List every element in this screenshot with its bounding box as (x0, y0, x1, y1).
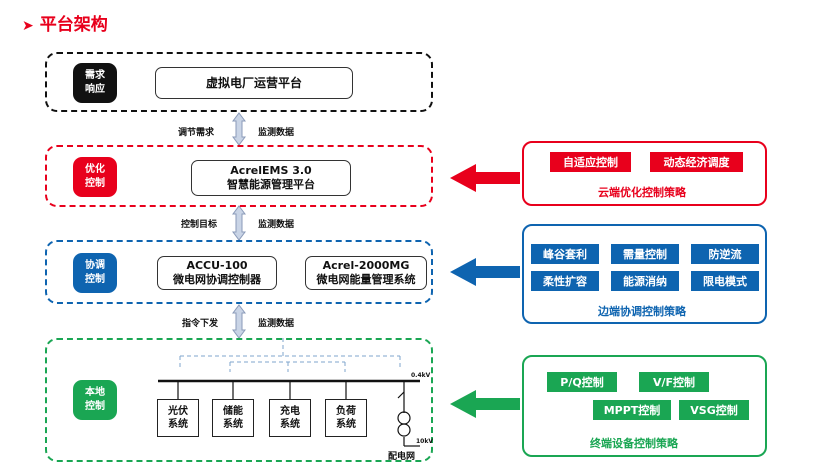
pv-system-box: 光伏 系统 (157, 399, 199, 437)
accu100-desc: 微电网协调控制器 (173, 273, 261, 286)
triangle-bullet-icon: ➤ (22, 18, 34, 34)
flow2-right-label: 监测数据 (258, 220, 295, 230)
cloud-strategy-panel: 自适应控制 动态经济调度 云端优化控制策略 (522, 141, 767, 206)
terminal-item-vsg: VSG控制 (678, 399, 750, 421)
voltage-high-label: 0.4kV (411, 372, 431, 379)
cloud-item-dispatch: 动态经济调度 (649, 151, 744, 173)
flow3-right-label: 监测数据 (258, 319, 295, 329)
acrel2000mg-box: Acrel-2000MG 微电网能量管理系统 (305, 256, 427, 290)
flow1-right-label: 监测数据 (258, 128, 295, 138)
updown-arrow-3 (232, 304, 246, 339)
terminal-item-mppt: MPPT控制 (592, 399, 672, 421)
acrelems-desc: 智慧能源管理平台 (227, 178, 315, 191)
badge-local-control: 本地 控制 (73, 380, 117, 420)
edge-strategy-panel: 峰谷套利 需量控制 防逆流 柔性扩容 能源消纳 限电模式 边端协调控制策略 (522, 224, 767, 324)
tier-demand-response: 需求 响应 虚拟电厂运营平台 (45, 52, 433, 112)
blue-arrow (450, 258, 520, 286)
terminal-item-pq: P/Q控制 (546, 371, 618, 393)
flow2-left-label: 控制目标 (181, 220, 218, 230)
updown-arrow-1 (232, 112, 246, 146)
terminal-item-vf: V/F控制 (638, 371, 710, 393)
feeders (177, 381, 420, 447)
flow1-left-label: 调节需求 (178, 128, 215, 138)
badge-demand-response: 需求 响应 (73, 63, 117, 103)
acrelems-box: AcrelEMS 3.0 智慧能源管理平台 (191, 160, 351, 196)
vpp-platform-box: 虚拟电厂运营平台 (155, 67, 353, 99)
title-text: 平台架构 (39, 15, 108, 35)
edge-item-6: 限电模式 (690, 270, 760, 292)
comm-lines (179, 338, 401, 372)
edge-item-1: 峰谷套利 (530, 243, 600, 265)
flow3-left-label: 指令下发 (182, 319, 219, 329)
cloud-item-adaptive: 自适应控制 (549, 151, 632, 173)
grid-label: 配电网 (388, 452, 416, 462)
edge-strategy-caption: 边端协调控制策略 (598, 305, 686, 318)
tier-optimize-control: 优化 控制 AcrelEMS 3.0 智慧能源管理平台 (45, 145, 433, 207)
accu100-name: ACCU-100 (186, 259, 248, 272)
load-system-box: 负荷 系统 (325, 399, 367, 437)
edge-item-2: 需量控制 (610, 243, 680, 265)
vpp-platform-label: 虚拟电厂运营平台 (205, 76, 302, 90)
updown-arrow-2 (232, 205, 246, 241)
badge-coordinate-control: 协调 控制 (73, 253, 117, 293)
edge-item-5: 能源消纳 (610, 270, 680, 292)
red-arrow (450, 164, 520, 192)
badge-optimize-control: 优化 控制 (73, 157, 117, 197)
acrel2000mg-name: Acrel-2000MG (322, 259, 410, 272)
tier-coordinate-control: 协调 控制 ACCU-100 微电网协调控制器 Acrel-2000MG 微电网… (45, 240, 433, 304)
tier-local-control: 本地 控制 (45, 338, 433, 462)
page-title: ➤ 平台架构 (22, 10, 108, 35)
terminal-strategy-caption: 终端设备控制策略 (590, 437, 678, 450)
cloud-strategy-caption: 云端优化控制策略 (598, 186, 686, 199)
transformer-icon (397, 411, 411, 437)
accu100-box: ACCU-100 微电网协调控制器 (157, 256, 277, 290)
acrel2000mg-desc: 微电网能量管理系统 (316, 273, 416, 286)
storage-system-box: 储能 系统 (212, 399, 254, 437)
edge-item-3: 防逆流 (690, 243, 760, 265)
green-arrow (450, 390, 520, 418)
voltage-low-label: 10kV (416, 438, 433, 445)
terminal-strategy-panel: P/Q控制 V/F控制 MPPT控制 VSG控制 终端设备控制策略 (522, 355, 767, 457)
acrelems-name: AcrelEMS 3.0 (230, 164, 312, 177)
charging-system-box: 充电 系统 (269, 399, 311, 437)
edge-item-4: 柔性扩容 (530, 270, 600, 292)
